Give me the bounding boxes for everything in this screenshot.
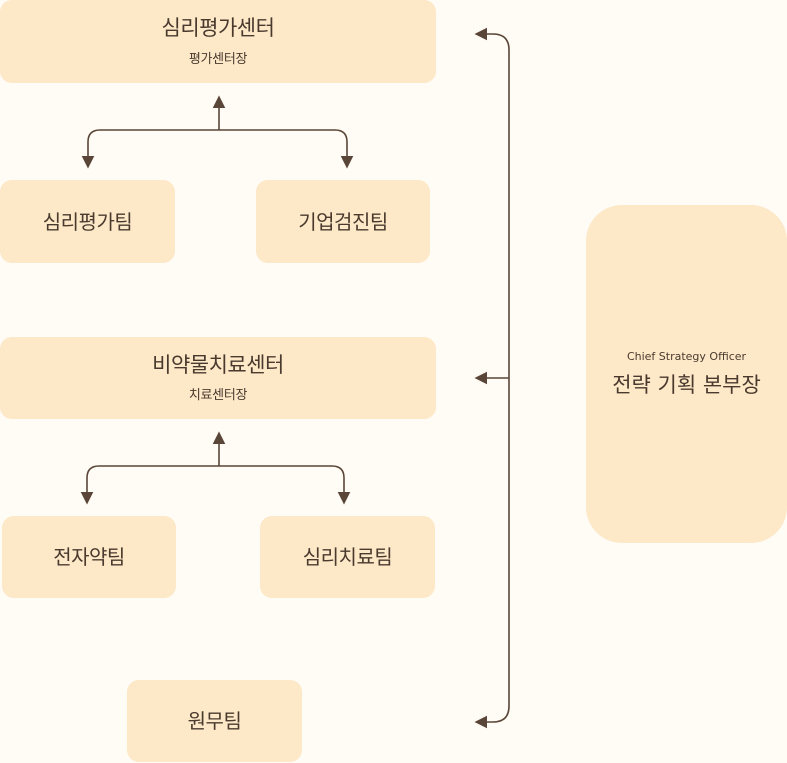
electronic-medicine-team-box: 전자약팀 [2,516,176,598]
corporate-screening-team-box: 기업검진팀 [256,180,430,263]
psychotherapy-team-label: 심리치료팀 [302,545,393,569]
psych-assessment-team-box: 심리평가팀 [0,180,175,263]
psych-assessment-team-label: 심리평가팀 [42,209,133,234]
psychotherapy-team-box: 심리치료팀 [260,516,435,598]
assessment-branch-left [81,129,219,169]
admin-team-label: 원무팀 [187,709,242,733]
officer-title-ko: 전략 기획 본부장 [612,372,761,397]
assessment-center-box: 심리평가센터 평가센터장 [0,0,436,83]
treatment-center-box: 비약물치료센터 치료센터장 [0,337,436,419]
admin-team-box: 원무팀 [127,680,302,762]
assessment-center-head: 평가센터장 [188,51,248,67]
assessment-center-title: 심리평가센터 [161,16,275,41]
officer-bracket-bottom [474,705,510,729]
treatment-branch-left [80,465,219,505]
treatment-branch-right [219,465,351,505]
assessment-branch-right [219,129,354,169]
treatment-center-title: 비약물치료센터 [152,352,284,377]
corporate-screening-team-label: 기업검진팀 [298,209,388,234]
treatment-center-head: 치료센터장 [188,388,248,404]
officer-title-en: Chief Strategy Officer [626,349,747,363]
electronic-medicine-team-label: 전자약팀 [53,545,125,569]
chief-strategy-officer-box: Chief Strategy Officer 전략 기획 본부장 [586,205,787,543]
officer-bracket-top [474,27,510,51]
